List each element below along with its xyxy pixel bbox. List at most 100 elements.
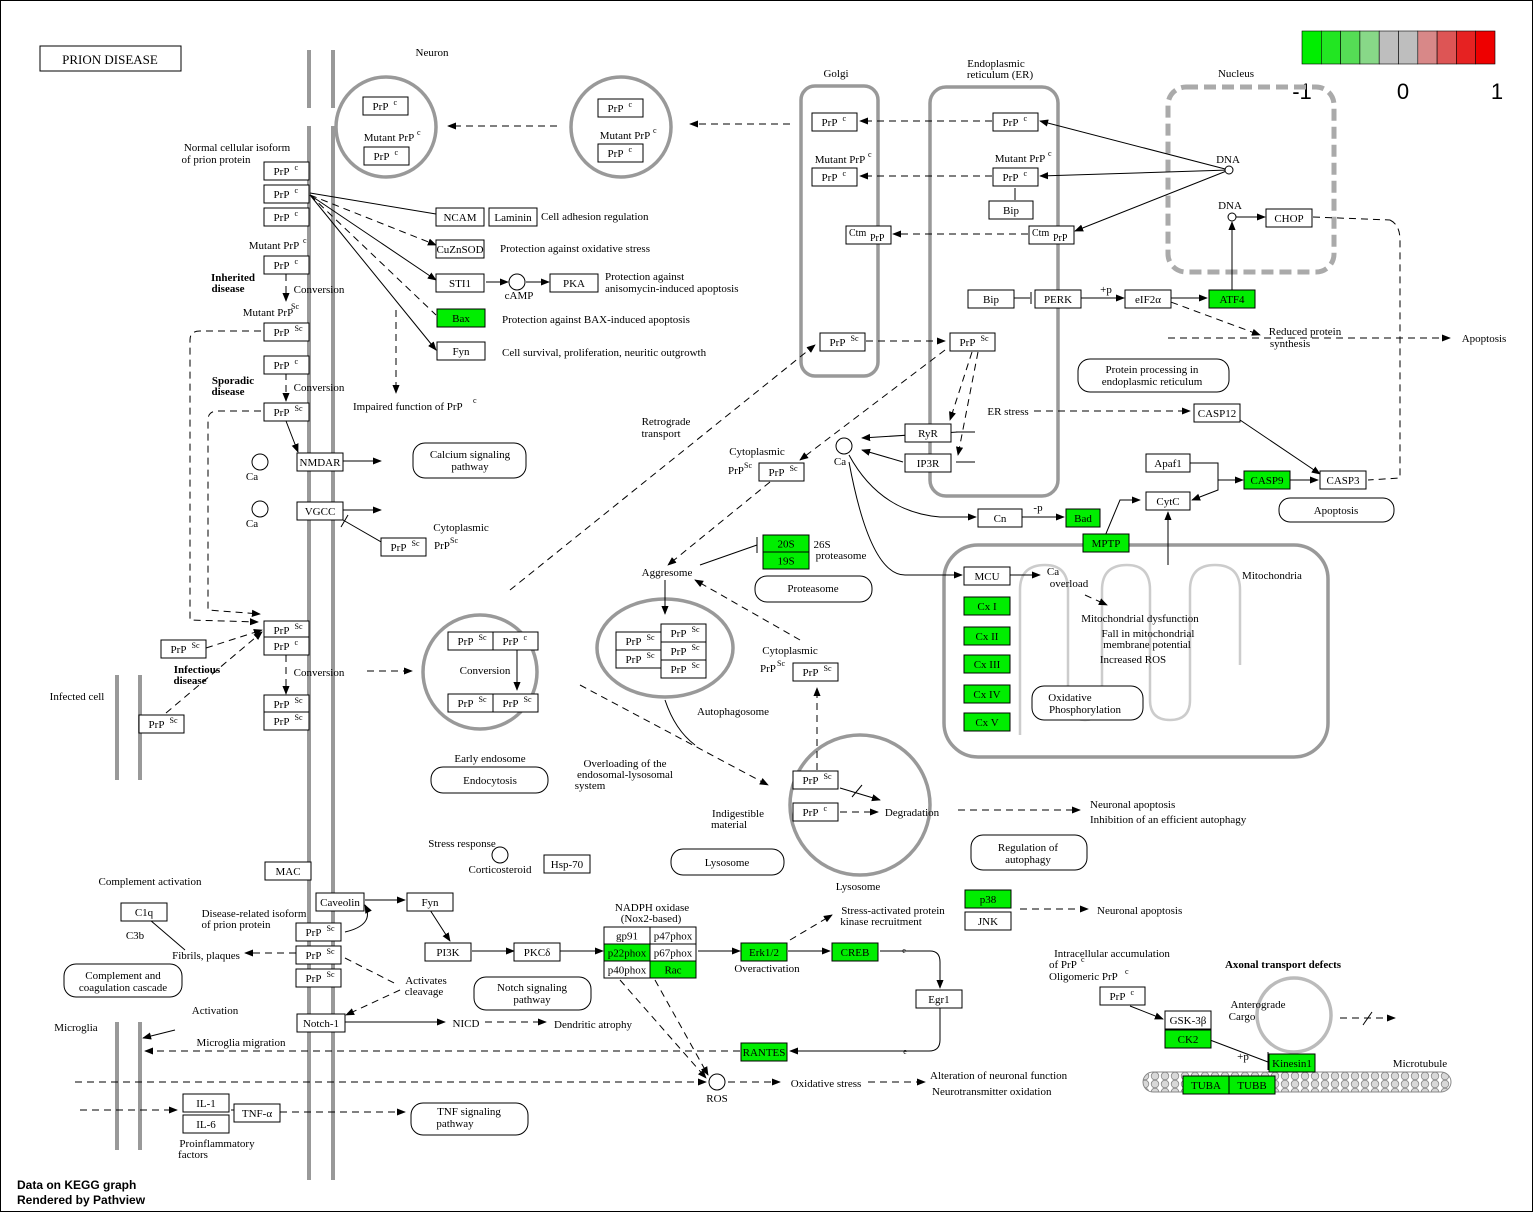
node-19s[interactable]: 19S bbox=[762, 551, 810, 570]
node-jnk[interactable]: JNK bbox=[964, 911, 1012, 931]
node-cx3[interactable]: Cx III bbox=[963, 654, 1011, 674]
node-gp91[interactable]: gp91 bbox=[603, 926, 651, 945]
node-fyn[interactable]: Fyn bbox=[406, 892, 454, 912]
pathway-tnf[interactable]: TNF signaling pathway bbox=[410, 1102, 529, 1136]
pathway-apoptosis[interactable]: Apoptosis bbox=[1278, 497, 1395, 523]
pathway-oxphos[interactable]: Oxidative Phosphorylation bbox=[1031, 685, 1144, 721]
node-hsp70[interactable]: Hsp-70 bbox=[543, 854, 591, 874]
pathway-notch[interactable]: Notch signaling pathway bbox=[473, 976, 592, 1011]
node-nmdar[interactable]: NMDAR bbox=[296, 452, 344, 472]
node-mac[interactable]: MAC bbox=[264, 861, 312, 881]
node-cx1[interactable]: Cx I bbox=[963, 596, 1011, 616]
node-erk[interactable]: Erk1/2 bbox=[740, 942, 788, 962]
node-tubb[interactable]: TUBB bbox=[1228, 1075, 1276, 1095]
pathway-lysosome[interactable]: Lysosome bbox=[670, 848, 785, 876]
node-il1[interactable]: IL-1 bbox=[182, 1093, 230, 1113]
pathway-complement[interactable]: Complement and coagulation cascade bbox=[63, 963, 183, 998]
node-caveolin[interactable]: Caveolin bbox=[315, 892, 365, 912]
node-bax[interactable]: Bax bbox=[436, 308, 486, 328]
node-casp12[interactable]: CASP12 bbox=[1193, 403, 1241, 423]
node-pka[interactable]: PKA bbox=[549, 273, 599, 293]
node-p67phox[interactable]: p67phox bbox=[649, 943, 697, 962]
node-casp3[interactable]: CASP3 bbox=[1319, 470, 1367, 490]
node-p22phox[interactable]: p22phox bbox=[603, 943, 651, 962]
node-ryr[interactable]: RyR bbox=[904, 423, 952, 443]
node-tuba[interactable]: TUBA bbox=[1182, 1075, 1230, 1095]
node-gsk3b[interactable]: GSK-3β bbox=[1164, 1010, 1212, 1030]
node-eif2a[interactable]: eIF2α bbox=[1124, 289, 1172, 309]
node-apaf1[interactable]: Apaf1 bbox=[1145, 453, 1191, 473]
node-tnfa[interactable]: TNF-α bbox=[233, 1103, 281, 1123]
node-vgcc[interactable]: VGCC bbox=[296, 501, 344, 521]
node-20s[interactable]: 20S bbox=[762, 534, 810, 553]
node-p40phox[interactable]: p40phox bbox=[603, 960, 651, 979]
node-notch1[interactable]: Notch-1 bbox=[296, 1013, 346, 1033]
node-creb[interactable]: CREB bbox=[831, 942, 879, 962]
pathway-proteasome[interactable]: Proteasome bbox=[754, 575, 873, 603]
pathway-endocytosis[interactable]: Endocytosis bbox=[430, 766, 549, 794]
node-cn[interactable]: Cn bbox=[977, 508, 1023, 528]
pathway-calcium-signaling[interactable]: Calcium signaling pathway bbox=[412, 442, 527, 479]
node-cx2[interactable]: Cx II bbox=[963, 626, 1011, 646]
node-cytc[interactable]: CytC bbox=[1145, 491, 1191, 511]
node-cuznsod[interactable]: CuZnSOD bbox=[435, 239, 485, 259]
node-pkcd[interactable]: PKCδ bbox=[513, 942, 561, 962]
node-pi3k[interactable]: PI3K bbox=[424, 942, 472, 962]
node-egr1[interactable]: Egr1 bbox=[915, 989, 963, 1009]
node-cx5[interactable]: Cx V bbox=[963, 712, 1011, 732]
node-rantes[interactable]: RANTES bbox=[740, 1042, 788, 1062]
node-chop[interactable]: CHOP bbox=[1265, 208, 1313, 228]
node-mcu[interactable]: MCU bbox=[963, 566, 1011, 586]
pathway-er-processing[interactable]: Protein processing in endoplasmic reticu… bbox=[1077, 358, 1230, 393]
node-casp9[interactable]: CASP9 bbox=[1243, 470, 1291, 490]
node-perk[interactable]: PERK bbox=[1034, 289, 1082, 309]
node-mptp[interactable]: MPTP bbox=[1082, 533, 1130, 553]
node-atf4[interactable]: ATF4 bbox=[1208, 289, 1256, 309]
node-ck2[interactable]: CK2 bbox=[1164, 1029, 1212, 1049]
node-kinesin1[interactable]: Kinesin1 bbox=[1268, 1053, 1316, 1073]
node-ip3r[interactable]: IP3R bbox=[904, 453, 952, 473]
node-bad[interactable]: Bad bbox=[1065, 508, 1101, 528]
node-fyn[interactable]: Fyn bbox=[436, 341, 486, 361]
node-bip[interactable]: Bip bbox=[988, 200, 1034, 220]
node-c1q[interactable]: C1q bbox=[120, 902, 168, 922]
